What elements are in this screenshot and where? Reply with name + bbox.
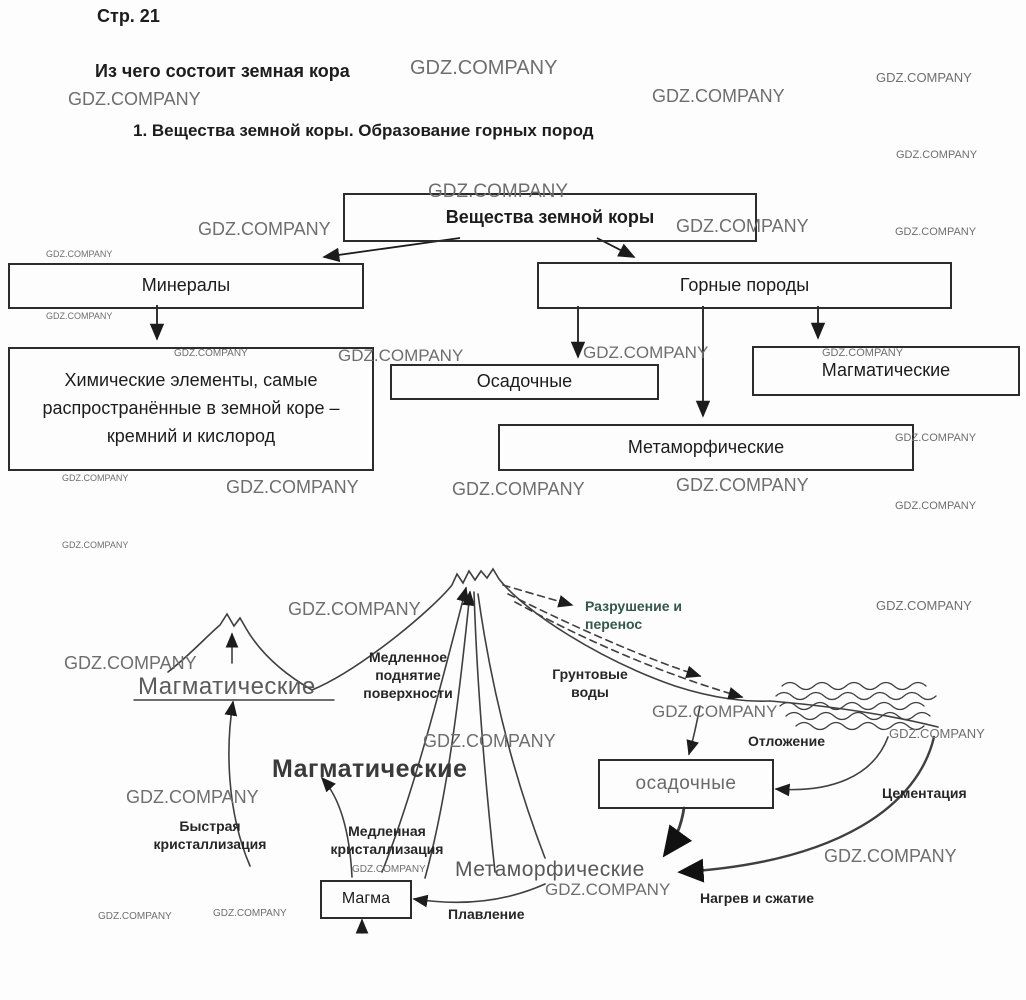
cycle-erosion-label: Разрушение и перенос — [585, 598, 683, 633]
watermark: GDZ.COMPANY — [423, 731, 556, 751]
watermark: GDZ.COMPANY — [410, 57, 558, 79]
watermark: GDZ.COMPANY — [126, 787, 259, 807]
flowchart-minerals-box: Минералы — [8, 263, 364, 309]
cycle-igneous-surface-label: Магматические — [138, 673, 316, 700]
watermark: GDZ.COMPANY — [895, 226, 977, 238]
watermark: GDZ.COMPANY — [824, 846, 957, 866]
cycle-igneous-deep-label: Магматические — [272, 755, 468, 783]
cycle-magma-box: Магма — [320, 880, 412, 919]
flowchart-igneous-box: Магматические — [752, 346, 1020, 396]
watermark: GDZ.COMPANY — [652, 86, 785, 106]
watermark: GDZ.COMPANY — [46, 311, 113, 321]
watermark: GDZ.COMPANY — [68, 89, 201, 109]
cycle-metamorphic-label: Метаморфические — [455, 858, 645, 881]
watermark: GDZ.COMPANY — [676, 475, 809, 495]
cycle-sedimentary-box: осадочные — [598, 759, 774, 809]
watermark: GDZ.COMPANY — [895, 500, 977, 512]
watermark: GDZ.COMPANY — [876, 70, 972, 85]
cycle-slow-uplift-label: Медленное поднятие поверхности — [363, 649, 453, 702]
watermark: GDZ.COMPANY — [352, 864, 426, 875]
watermark: GDZ.COMPANY — [98, 911, 172, 922]
cycle-cementation-label: Цементация — [882, 785, 967, 801]
watermark: GDZ.COMPANY — [213, 908, 287, 919]
flowchart-sedimentary-box: Осадочные — [390, 364, 659, 400]
flowchart-root-box: Вещества земной коры — [343, 193, 757, 242]
watermark: GDZ.COMPANY — [889, 726, 985, 741]
watermark: GDZ.COMPANY — [876, 598, 972, 613]
cycle-fast-crystallization-label: Быстрая кристаллизация — [153, 818, 267, 853]
cycle-heat-compression-label: Нагрев и сжатие — [700, 890, 814, 906]
rock-cycle-drawing — [133, 567, 939, 934]
cycle-groundwater-label: Грунтовые воды — [552, 666, 628, 701]
flowchart-minerals-note-box: Химические элементы, самые распространён… — [8, 347, 374, 471]
watermark: GDZ.COMPANY — [226, 477, 359, 497]
watermark: GDZ.COMPANY — [62, 473, 129, 483]
section-heading: 1. Вещества земной коры. Образование гор… — [133, 121, 594, 140]
flowchart-rocks-box: Горные породы — [537, 262, 952, 309]
doc-title: Из чего состоит земная кора — [95, 61, 350, 81]
cycle-slow-crystallization-label: Медленная кристаллизация — [330, 823, 444, 858]
watermark: GDZ.COMPANY — [896, 149, 978, 161]
flowchart-metamorphic-box: Метаморфические — [498, 424, 914, 471]
watermark: GDZ.COMPANY — [583, 343, 709, 362]
watermark: GDZ.COMPANY — [198, 219, 331, 239]
page-number: Стр. 21 — [97, 6, 160, 26]
watermark: GDZ.COMPANY — [46, 249, 113, 259]
watermark: GDZ.COMPANY — [62, 540, 129, 550]
cycle-melting-label: Плавление — [448, 906, 525, 922]
cycle-deposition-label: Отложение — [748, 733, 826, 749]
watermark: GDZ.COMPANY — [652, 702, 778, 721]
watermark: GDZ.COMPANY — [452, 479, 585, 499]
watermark: GDZ.COMPANY — [288, 599, 421, 619]
